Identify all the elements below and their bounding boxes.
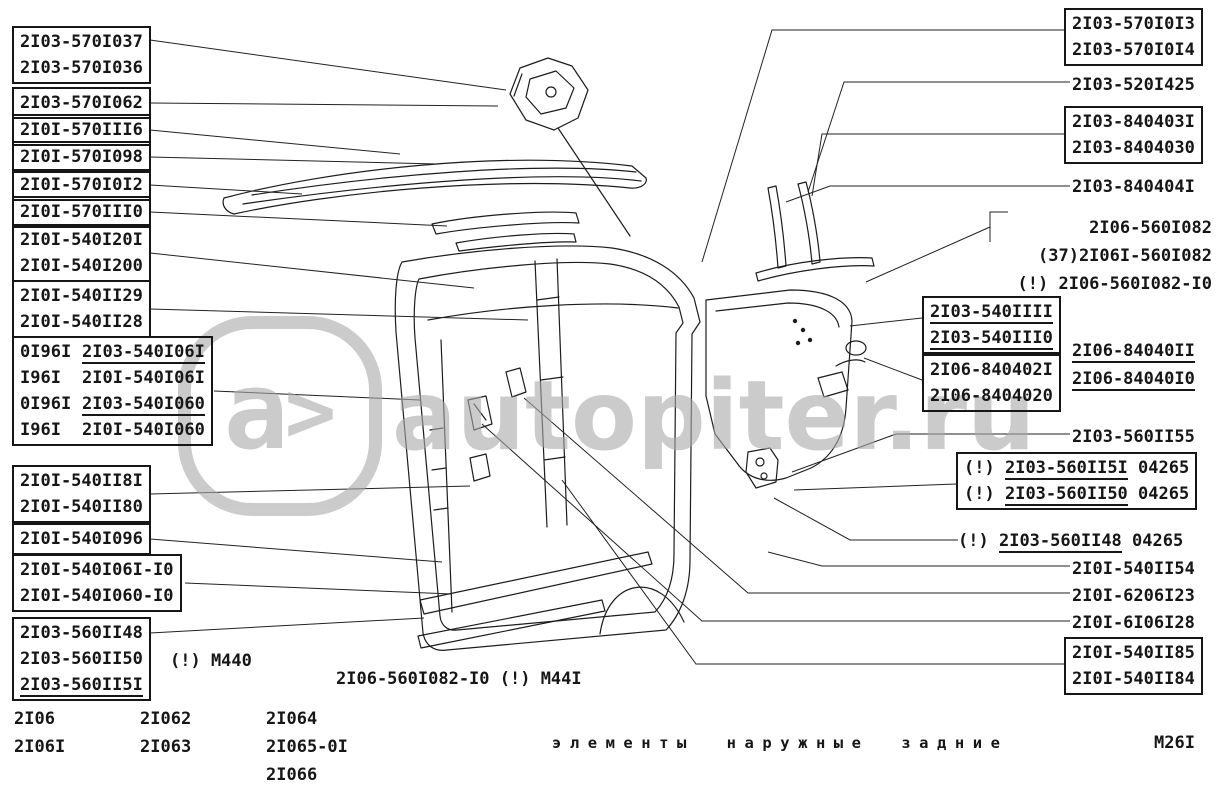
part-label-box: 2I0I-570I0I2 [12, 169, 151, 201]
part-label-box: (!) 2I03-560II5I 04265 (!) 2I03-560II50 … [956, 452, 1198, 510]
model-code: 2I066 [266, 765, 318, 785]
part-number: 2I06-84040I0 [1072, 369, 1195, 391]
part-label-box: 2I03-570I062 [12, 87, 151, 119]
part-number: 2I0I-540II85 [1072, 643, 1195, 663]
part-number: 2I03-560II48 [998, 531, 1122, 553]
part-number: 2I0I-570III0 [20, 202, 143, 222]
part-label-box: 2I0I-570III6 [12, 114, 151, 146]
drawing-note: 2I06-560I082-I0 (!) М44I [336, 669, 582, 689]
part-label-box: 2I03-570I037 2I03-570I036 [12, 26, 151, 84]
part-label-box: 2I03-540IIII 2I03-540III0 [922, 296, 1061, 354]
part-label: (!) 2I03-560II48 04265 [958, 528, 1183, 554]
part-number: 2I06-840402I [930, 360, 1053, 380]
part-label-box: 2I06-840402I 2I06-8404020 [922, 354, 1061, 412]
part-number: 2I03-560II50 [1004, 484, 1128, 506]
part-label-box: 2I0I-540II29 2I0I-540II28 [12, 280, 151, 338]
part-number: 2I0I-540II80 [20, 497, 143, 517]
part-number: (37)2I06I-560I082 [1038, 246, 1212, 266]
part-label-group-box: 0I96I 2I03-540I06I I96I 2I0I-540I06I 0I96I… [12, 336, 213, 446]
part-number: 2I0I-540II28 [20, 312, 143, 332]
caution-mark: (!) [964, 484, 995, 504]
part-label-box: 2I03-570I0I3 2I03-570I0I4 [1064, 8, 1203, 66]
part-number: 2I03-840404I [1072, 177, 1195, 197]
part-number: (!) 2I06-560I082-I0 [1017, 274, 1212, 294]
part-number: 2I03-540I06I [82, 342, 205, 364]
part-number: 2I03-540I060 [82, 394, 205, 416]
part-number: 2I0I-570III6 [20, 120, 143, 140]
model-code: 2I065-0I [266, 737, 348, 757]
part-label: 2I0I-6206I23 [1072, 583, 1195, 609]
part-number: 2I06-84040II [1072, 341, 1195, 363]
leader-lines [149, 29, 1070, 665]
part-number: 2I03-570I036 [20, 58, 143, 78]
model-code: 2I063 [140, 737, 192, 757]
part-number: 2I03-8404030 [1072, 138, 1195, 158]
part-label-box: 2I03-840403I 2I03-8404030 [1064, 106, 1203, 164]
part-number: 2I03-540III0 [930, 328, 1053, 350]
part-label: 2I03-840404I [1072, 174, 1195, 200]
variant-code: I96I [20, 420, 61, 440]
variant-code: 0I96I [20, 342, 72, 362]
caution-mark: (!) [964, 458, 995, 478]
part-number: 2I0I-6I06I28 [1072, 613, 1195, 633]
part-label: 2I0I-6I06I28 [1072, 610, 1195, 636]
part-number: 2I0I-6206I23 [1072, 586, 1195, 606]
part-number: 2I0I-540II29 [20, 286, 143, 306]
car-body-diagram [222, 57, 875, 651]
applicability-note: (!) М440 [170, 651, 252, 671]
part-number: 2I03-560II50 [20, 649, 143, 669]
part-number: 2I0I-540I200 [20, 256, 143, 276]
part-label: 2I03-560II55 [1072, 424, 1195, 450]
sheet-title: элементы наружные задние [552, 734, 1009, 752]
part-number: 2I0I-570I098 [20, 147, 143, 167]
part-number: 2I03-560II5I [1004, 458, 1128, 480]
part-number: 2I0I-540II54 [1072, 559, 1195, 579]
supersession-code: 04265 [1138, 484, 1190, 504]
part-number: 2I03-520I425 [1072, 75, 1195, 95]
model-code: 2I064 [266, 709, 318, 729]
part-number: 2I0I-540I06I [82, 368, 205, 388]
part-number: 2I03-570I037 [20, 32, 143, 52]
part-label-box: 2I0I-540I20I 2I0I-540I200 [12, 224, 151, 282]
supersession-code: 04265 [1138, 458, 1190, 478]
variant-code: I96I [20, 368, 61, 388]
part-label-box: 2I0I-540I096 [12, 523, 151, 555]
part-number: 2I03-540IIII [930, 302, 1053, 324]
sheet-number: М26I [1154, 733, 1195, 753]
part-number: 2I0I-540I060-I0 [20, 586, 174, 606]
part-number: 2I0I-570I0I2 [20, 175, 143, 195]
part-number: 2I03-560II48 [20, 623, 143, 643]
model-code: 2I062 [140, 709, 192, 729]
supersession-code: 04265 [1132, 531, 1184, 551]
part-label-box: 2I0I-540II8I 2I0I-540II80 [12, 465, 151, 523]
model-code: 2I06 [14, 709, 55, 729]
part-label-box: 2I0I-540I06I-I0 2I0I-540I060-I0 [12, 554, 182, 612]
part-number: 2I03-570I0I4 [1072, 40, 1195, 60]
part-number: 2I0I-540I06I-I0 [20, 560, 174, 580]
part-label-group: 2I06-560I082 (37)2I06I-560I082 (!) 2I06-… [988, 214, 1212, 298]
part-number: 2I06-8404020 [930, 386, 1053, 406]
caution-mark: (!) [958, 531, 989, 551]
part-number: 2I03-570I062 [20, 93, 143, 113]
part-number: 2I03-560II55 [1072, 427, 1195, 447]
part-number: 2I03-840403I [1072, 112, 1195, 132]
part-number: 2I0I-540II84 [1072, 669, 1195, 689]
part-number: 2I0I-540I060 [82, 420, 205, 440]
part-number: 2I0I-540II8I [20, 471, 143, 491]
part-number: 2I03-570I0I3 [1072, 14, 1195, 34]
part-label: 2I06-84040I0 [1072, 366, 1195, 392]
part-label-box: 2I0I-570III0 [12, 196, 151, 228]
variant-code: 0I96I [20, 394, 72, 414]
part-number: 2I03-560II5I [20, 675, 143, 697]
part-number: 2I06-560I082 [1089, 218, 1212, 238]
part-label-box: 2I0I-570I098 [12, 141, 151, 173]
model-code: 2I06I [14, 737, 66, 757]
part-label-box: 2I0I-540II85 2I0I-540II84 [1064, 637, 1203, 695]
part-label-box: 2I03-560II48 2I03-560II50 2I03-560II5I [12, 617, 151, 701]
part-label: 2I0I-540II54 [1072, 556, 1195, 582]
part-label: 2I03-520I425 [1072, 72, 1195, 98]
part-label: 2I06-84040II [1072, 338, 1195, 364]
part-number: 2I0I-540I096 [20, 529, 143, 549]
part-number: 2I0I-540I20I [20, 230, 143, 250]
